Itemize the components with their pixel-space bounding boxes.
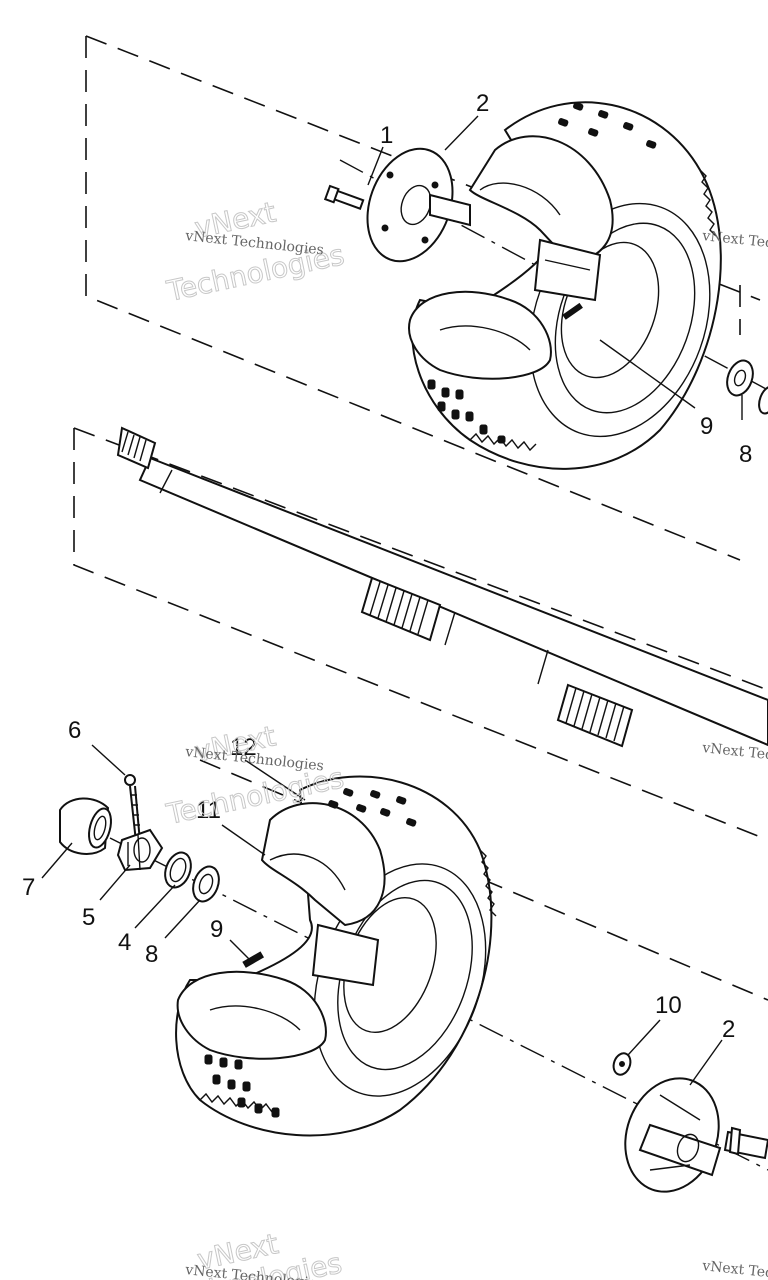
callout-4: 4: [118, 929, 131, 956]
callout-8-top: 8: [739, 441, 752, 468]
callout-6: 6: [68, 717, 81, 744]
axle-group-outline: [73, 427, 768, 841]
callout-2-top: 2: [476, 90, 489, 117]
callout-11: 11: [196, 797, 221, 824]
bottom-tire: [175, 775, 497, 1137]
callout-7: 7: [22, 874, 35, 901]
callout-8-bottom: 8: [145, 941, 158, 968]
callout-9-top: 9: [700, 413, 713, 440]
part-9-valve-top: [562, 302, 583, 320]
watermark-caption: vNext Technologies: [701, 1258, 768, 1280]
part-7-cap: [59, 797, 112, 855]
callout-5: 5: [82, 904, 95, 931]
part-2-hub-top: [366, 147, 471, 263]
part-5-castle-nut: [116, 828, 164, 872]
watermark-caption: vNext Technologies: [701, 740, 768, 771]
part-8-washer-bottom: [192, 865, 220, 903]
axle-shaft: [116, 426, 768, 748]
part-2-hub-bottom: [624, 1077, 768, 1193]
part-8-washer-top: [726, 359, 768, 415]
callout-12: 12: [230, 734, 257, 761]
part-6-cotter-pin: [124, 774, 141, 843]
callout-9-bottom: 9: [210, 916, 223, 943]
part-1-bolt: [323, 184, 365, 210]
part-4-washer: [164, 851, 192, 889]
leader-lines: [41, 115, 743, 1086]
part-9-valve-bottom: [242, 951, 265, 968]
part-10-nut: [612, 1052, 632, 1076]
callout-1: 1: [380, 122, 393, 149]
callout-2-bottom: 2: [722, 1016, 735, 1043]
top-tire: [408, 101, 722, 470]
callout-10: 10: [655, 992, 682, 1019]
